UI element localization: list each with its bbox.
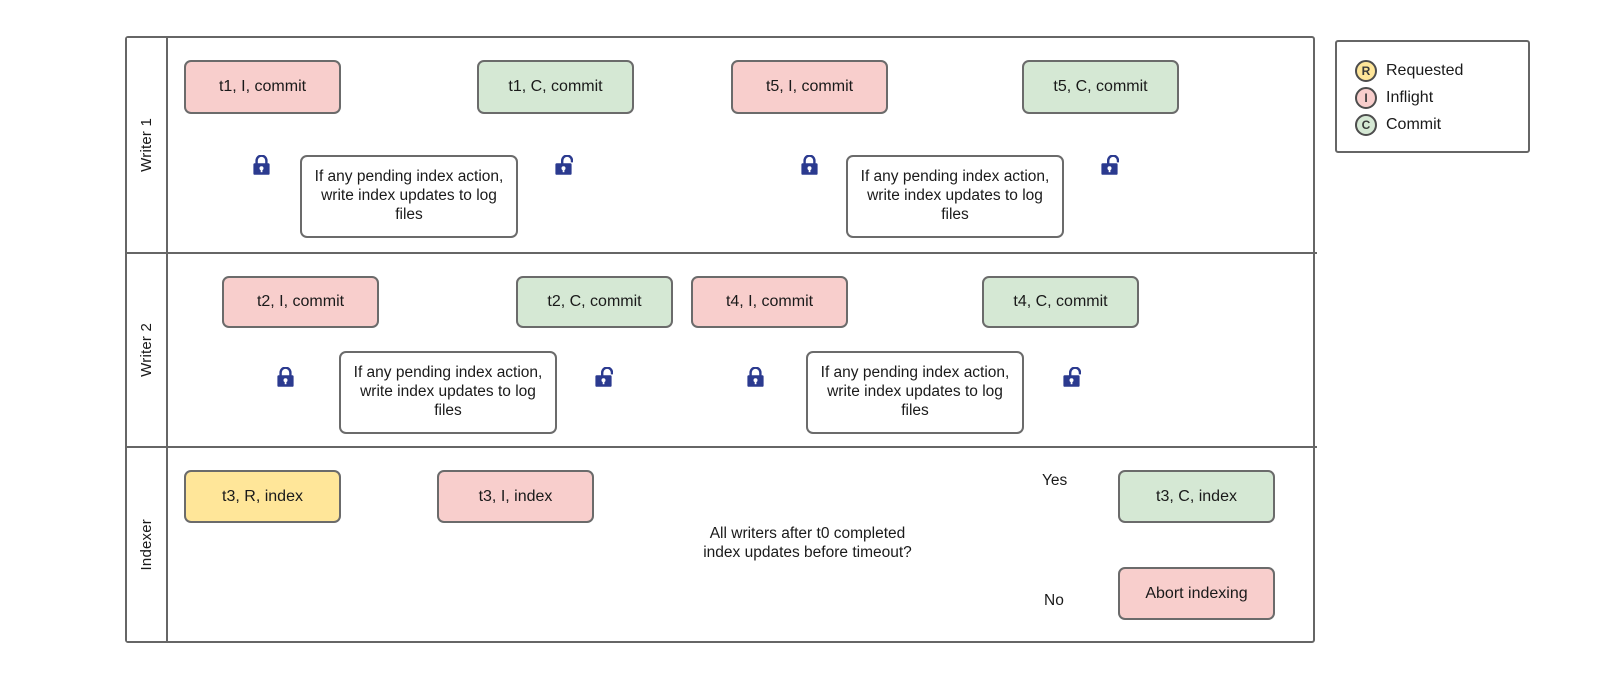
node-writer2-index-action-b[interactable]: If any pending index action, write index… <box>806 351 1024 434</box>
lane-header-writer-1: Writer 1 <box>127 38 168 252</box>
node-t1-inflight[interactable]: t1, I, commit <box>184 60 341 114</box>
node-t2-commit[interactable]: t2, C, commit <box>516 276 673 328</box>
node-t1-commit[interactable]: t1, C, commit <box>477 60 634 114</box>
node-t4-commit[interactable]: t4, C, commit <box>982 276 1139 328</box>
legend-item-requested: R Requested <box>1355 58 1463 84</box>
node-t2-inflight[interactable]: t2, I, commit <box>222 276 379 328</box>
lane-label-writer-2: Writer 2 <box>138 323 155 377</box>
lane-header-writer-2: Writer 2 <box>127 254 168 446</box>
lane-label-indexer: Indexer <box>138 518 155 571</box>
lane-writer-2: Writer 2 <box>127 254 1317 448</box>
badge-inflight-icon: I <box>1355 87 1377 109</box>
legend-label-inflight: Inflight <box>1386 89 1434 106</box>
edge-label-no: No <box>1044 592 1064 609</box>
node-writer1-index-action-a[interactable]: If any pending index action, write index… <box>300 155 518 238</box>
legend-label-commit: Commit <box>1386 116 1442 133</box>
node-t5-commit[interactable]: t5, C, commit <box>1022 60 1179 114</box>
lane-writer-1: Writer 1 <box>127 38 1317 254</box>
node-abort-indexing[interactable]: Abort indexing <box>1118 567 1275 620</box>
node-t5-inflight[interactable]: t5, I, commit <box>731 60 888 114</box>
lane-label-writer-1: Writer 1 <box>138 118 155 172</box>
node-writer2-index-action-a[interactable]: If any pending index action, write index… <box>339 351 557 434</box>
edge-label-yes: Yes <box>1042 472 1068 489</box>
node-t3-commit[interactable]: t3, C, index <box>1118 470 1275 523</box>
swimlane-pool: Writer 1 Writer 2 Indexer <box>125 36 1317 643</box>
badge-commit-icon: C <box>1355 114 1377 136</box>
lock-closed-icon <box>747 367 764 387</box>
legend-panel: R Requested I Inflight C Commit <box>1335 40 1530 153</box>
node-t3-inflight[interactable]: t3, I, index <box>437 470 594 523</box>
lock-open-icon <box>1101 155 1119 175</box>
node-writer1-index-action-b[interactable]: If any pending index action, write index… <box>846 155 1064 238</box>
legend-item-commit: C Commit <box>1355 112 1441 138</box>
decision-timeout-check[interactable]: All writers after t0 completed index upd… <box>703 525 912 561</box>
node-t3-requested[interactable]: t3, R, index <box>184 470 341 523</box>
lock-closed-icon <box>253 155 270 175</box>
lane-header-indexer: Indexer <box>127 448 168 641</box>
legend-item-inflight: I Inflight <box>1355 85 1433 111</box>
node-t4-inflight[interactable]: t4, I, commit <box>691 276 848 328</box>
lock-open-icon <box>595 367 613 387</box>
lock-open-icon <box>555 155 573 175</box>
lock-open-icon <box>1063 367 1081 387</box>
badge-requested-icon: R <box>1355 60 1377 82</box>
legend-label-requested: Requested <box>1386 62 1464 79</box>
lock-closed-icon <box>277 367 294 387</box>
lock-closed-icon <box>801 155 818 175</box>
lane-indexer: Indexer <box>127 448 1317 641</box>
